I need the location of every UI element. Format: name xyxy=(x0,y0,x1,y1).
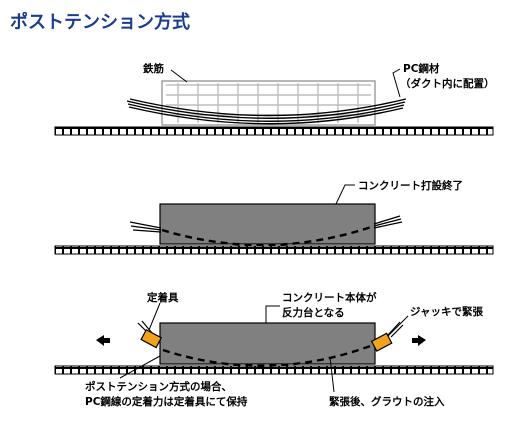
reaction-sublabel: 反力台となる xyxy=(282,306,345,319)
formwork-strip-3 xyxy=(54,365,494,375)
right-arrow-icon xyxy=(412,335,426,346)
tendon-label: PC鋼材 xyxy=(403,62,440,75)
tendon-sublabel: （ダクト内に配置） xyxy=(400,77,495,90)
concrete-body-3 xyxy=(159,322,376,365)
rebar-label: 鉄筋 xyxy=(143,62,164,75)
duct-dashed-3 xyxy=(162,343,374,368)
duct-dashed-2 xyxy=(161,224,375,247)
grout-label: 緊張後、グラウトの注入 xyxy=(329,395,445,408)
reaction-label: コンクリート本体が xyxy=(282,291,377,304)
page-title: ポストテンション方式 xyxy=(10,12,190,33)
right-anchor xyxy=(370,321,404,352)
concrete-label: コンクリート打設終了 xyxy=(358,179,463,192)
concrete-body-2 xyxy=(159,203,376,245)
formwork-strip-1 xyxy=(54,126,494,136)
anchorage-note: ポストテンション方式の場合、 xyxy=(85,380,232,393)
stage-1: 鉄筋 PC鋼材 （ダクト内に配置） xyxy=(54,62,495,136)
stage-2: コンクリート打設終了 xyxy=(54,179,494,255)
jack-label: ジャッキで緊張 xyxy=(410,306,483,318)
formwork-strip-2 xyxy=(54,245,494,255)
anchor-label: 定着具 xyxy=(146,291,179,304)
pc-tendon-bundle xyxy=(126,98,407,125)
left-anchor xyxy=(137,320,163,349)
left-arrow-icon xyxy=(96,335,110,346)
rebar-cage xyxy=(161,80,376,126)
tendon-ends-2 xyxy=(129,215,403,233)
stage-3: 定着具 コンクリート本体が 反力台となる ジャッキで緊張 ポストテンション方式の… xyxy=(54,291,494,408)
anchorage-note-line2: PC鋼線の定着力は定着具にて保持 xyxy=(85,395,248,408)
